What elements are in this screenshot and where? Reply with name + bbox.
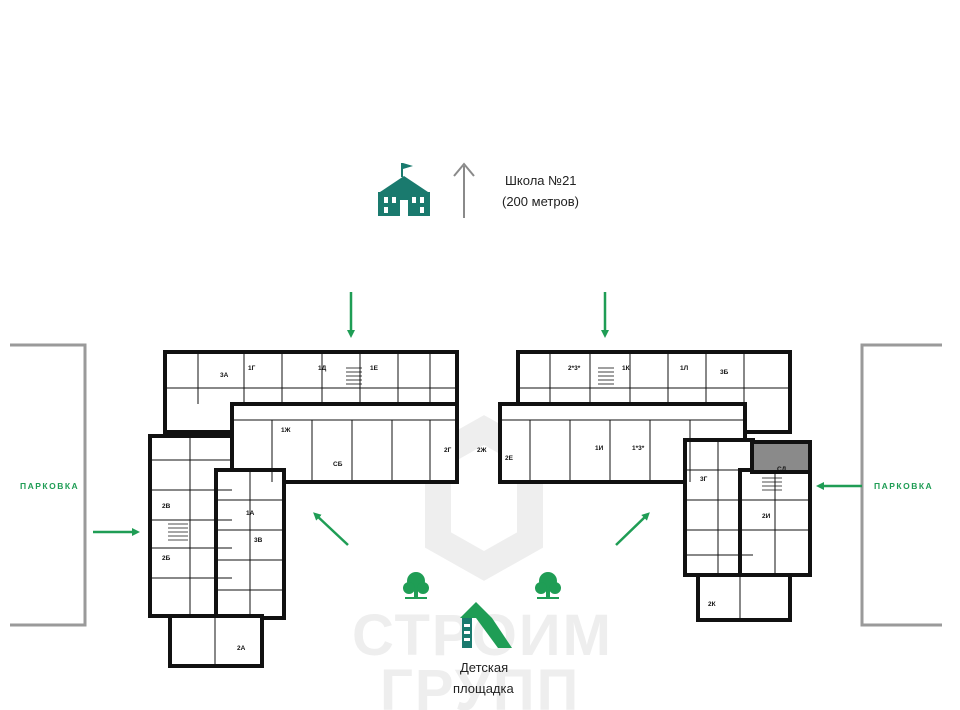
apartment-label: 2*3* xyxy=(568,365,581,372)
apartment-label: 3А xyxy=(220,372,229,379)
tree-icon xyxy=(535,572,561,599)
apartment-label: СБ xyxy=(333,461,343,468)
entrance-arrow xyxy=(615,512,650,546)
apartment-label: 1*3* xyxy=(632,445,645,452)
tree-icon xyxy=(403,572,429,599)
apartment-label: 2И xyxy=(762,513,771,520)
building xyxy=(148,350,812,668)
north-arrow xyxy=(453,162,475,218)
apartment-label: 1Е xyxy=(370,365,379,372)
parking-right: ПАРКОВКА xyxy=(860,343,942,627)
school-distance: (200 метров) xyxy=(502,194,579,209)
apartment-label: 1Д xyxy=(318,365,327,372)
playground-icon xyxy=(460,602,512,648)
entrance-arrow xyxy=(313,512,349,546)
watermark-line2: ГРУПП xyxy=(380,658,580,710)
apartment-label: 1Г xyxy=(248,365,256,372)
playground-label-line1: Детская xyxy=(460,660,508,675)
apartment-label: 1Ж xyxy=(281,427,291,434)
school-icon xyxy=(378,163,430,216)
parking-left-label: ПАРКОВКА xyxy=(20,481,79,491)
parking-left: ПАРКОВКА xyxy=(10,343,87,627)
parking-right-label: ПАРКОВКА xyxy=(874,481,933,491)
apartment-label: 2Е xyxy=(505,455,514,462)
apartment-label: 1Л xyxy=(680,365,689,372)
apartment-labels: 3А 1Г 1Д 1Е 2*3* 1К 1Л 3Б 1Ж СБ 2Г 2Ж 2Е… xyxy=(162,365,787,652)
apartment-label: 2Г xyxy=(444,447,452,454)
apartment-label: 2Б xyxy=(162,555,171,562)
apartment-label: 3Б xyxy=(720,369,729,376)
apartment-label: 2В xyxy=(162,503,171,510)
playground-label-line2: площадка xyxy=(453,681,514,696)
apartment-label: 1И xyxy=(595,445,604,452)
apartment-label: 1К xyxy=(622,365,630,372)
apartment-label: 2А xyxy=(237,645,246,652)
apartment-label: 3Г xyxy=(700,476,708,483)
entrance-arrows xyxy=(93,292,862,546)
interior-walls xyxy=(150,352,810,666)
apartment-label: 3В xyxy=(254,537,263,544)
apartment-label: 1А xyxy=(246,510,255,517)
stairs xyxy=(168,367,782,541)
apartment-label: 2Ж xyxy=(477,447,487,454)
school-name: Школа №21 xyxy=(505,173,577,188)
apartment-label: 2К xyxy=(708,601,716,608)
apartment-label: СД xyxy=(777,466,787,473)
